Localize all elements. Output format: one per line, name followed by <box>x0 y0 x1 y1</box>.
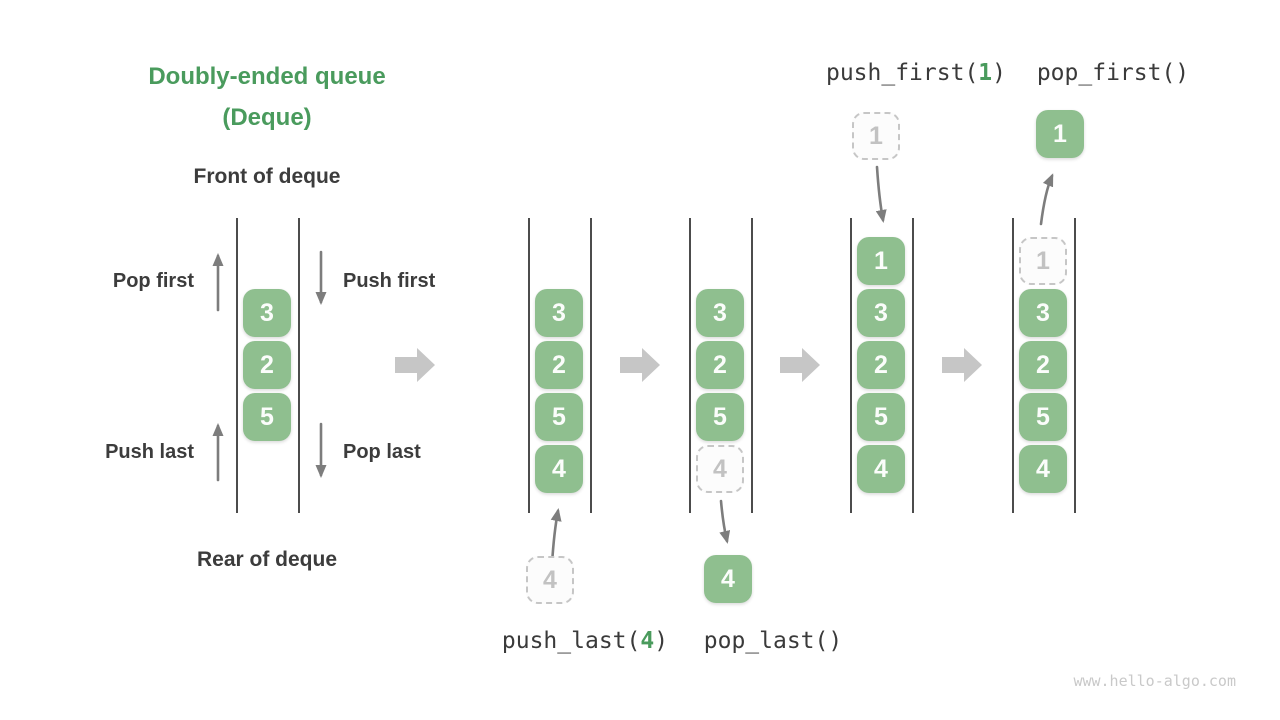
deque-cell: 2 <box>857 341 905 389</box>
title-line-2: (Deque) <box>222 104 312 131</box>
op-prefix: push_last( <box>501 628 641 654</box>
push-first-op-arrow-icon <box>875 165 887 223</box>
deque-cell: 5 <box>696 393 744 441</box>
pop-first-result-cell: 1 <box>1036 110 1084 158</box>
pop-first-op-arrow-icon <box>1039 173 1054 226</box>
deque-wall-left <box>1012 218 1014 513</box>
deque-cell: 3 <box>857 289 905 337</box>
op-arg: 4 <box>640 628 655 654</box>
title-line-1: Doubly-ended queue <box>148 63 386 90</box>
push-first-label: Push first <box>343 270 436 292</box>
op-suffix: ) <box>992 60 1007 86</box>
rear-of-deque-label: Rear of deque <box>196 548 338 571</box>
op-prefix: push_first( <box>825 60 979 86</box>
watermark: www.hello-algo.com <box>1073 672 1236 690</box>
deque-cell: 2 <box>1019 341 1067 389</box>
deque-wall-left <box>689 218 691 513</box>
deque-cell: 3 <box>535 289 583 337</box>
pop-last-label: Pop last <box>343 441 421 463</box>
diagram-title: Doubly-ended queue (Deque) <box>117 56 417 138</box>
deque-cell: 5 <box>535 393 583 441</box>
deque-cell: 2 <box>243 341 291 389</box>
transition-arrow-4-icon <box>942 348 982 382</box>
deque-wall-left <box>236 218 238 513</box>
deque-wall-right <box>298 218 300 513</box>
deque-wall-right <box>912 218 914 513</box>
push-first-op-label: push_first(1) <box>786 60 1046 86</box>
deque-wall-right <box>590 218 592 513</box>
deque-wall-left <box>850 218 852 513</box>
pop-last-op-arrow-icon <box>719 499 731 544</box>
pop-first-op-label: pop_first() <box>983 60 1243 86</box>
push-last-label: Push last <box>105 441 194 463</box>
op-text: pop_last() <box>703 628 843 654</box>
transition-arrow-1-icon <box>395 348 435 382</box>
deque-cell: 5 <box>243 393 291 441</box>
transition-arrow-3-icon <box>780 348 820 382</box>
pop-last-result-cell: 4 <box>704 555 752 603</box>
deque-cell: 5 <box>1019 393 1067 441</box>
deque-cell: 1 <box>857 237 905 285</box>
op-text: pop_first() <box>1036 60 1190 86</box>
deque-cell: 4 <box>535 445 583 493</box>
push-last-source-cell: 4 <box>526 556 574 604</box>
deque-cell: 3 <box>1019 289 1067 337</box>
push-last-op-label: push_last(4) <box>455 628 715 654</box>
deque-cell: 3 <box>243 289 291 337</box>
deque-wall-right <box>751 218 753 513</box>
transition-arrow-2-icon <box>620 348 660 382</box>
push-first-source-cell: 1 <box>852 112 900 160</box>
deque-wall-left <box>528 218 530 513</box>
op-suffix: ) <box>654 628 669 654</box>
deque-wall-right <box>1074 218 1076 513</box>
deque-cell: 4 <box>857 445 905 493</box>
op-arg: 1 <box>978 60 993 86</box>
pop-last-op-label: pop_last() <box>643 628 903 654</box>
deque-cell: 4 <box>1019 445 1067 493</box>
deque-cell: 3 <box>696 289 744 337</box>
pop-first-label: Pop first <box>112 270 194 292</box>
popped-ghost-cell: 4 <box>696 445 744 493</box>
deque-cell: 2 <box>696 341 744 389</box>
popped-ghost-cell: 1 <box>1019 237 1067 285</box>
deque-cell: 2 <box>535 341 583 389</box>
deque-cell: 5 <box>857 393 905 441</box>
front-of-deque-label: Front of deque <box>193 165 341 188</box>
